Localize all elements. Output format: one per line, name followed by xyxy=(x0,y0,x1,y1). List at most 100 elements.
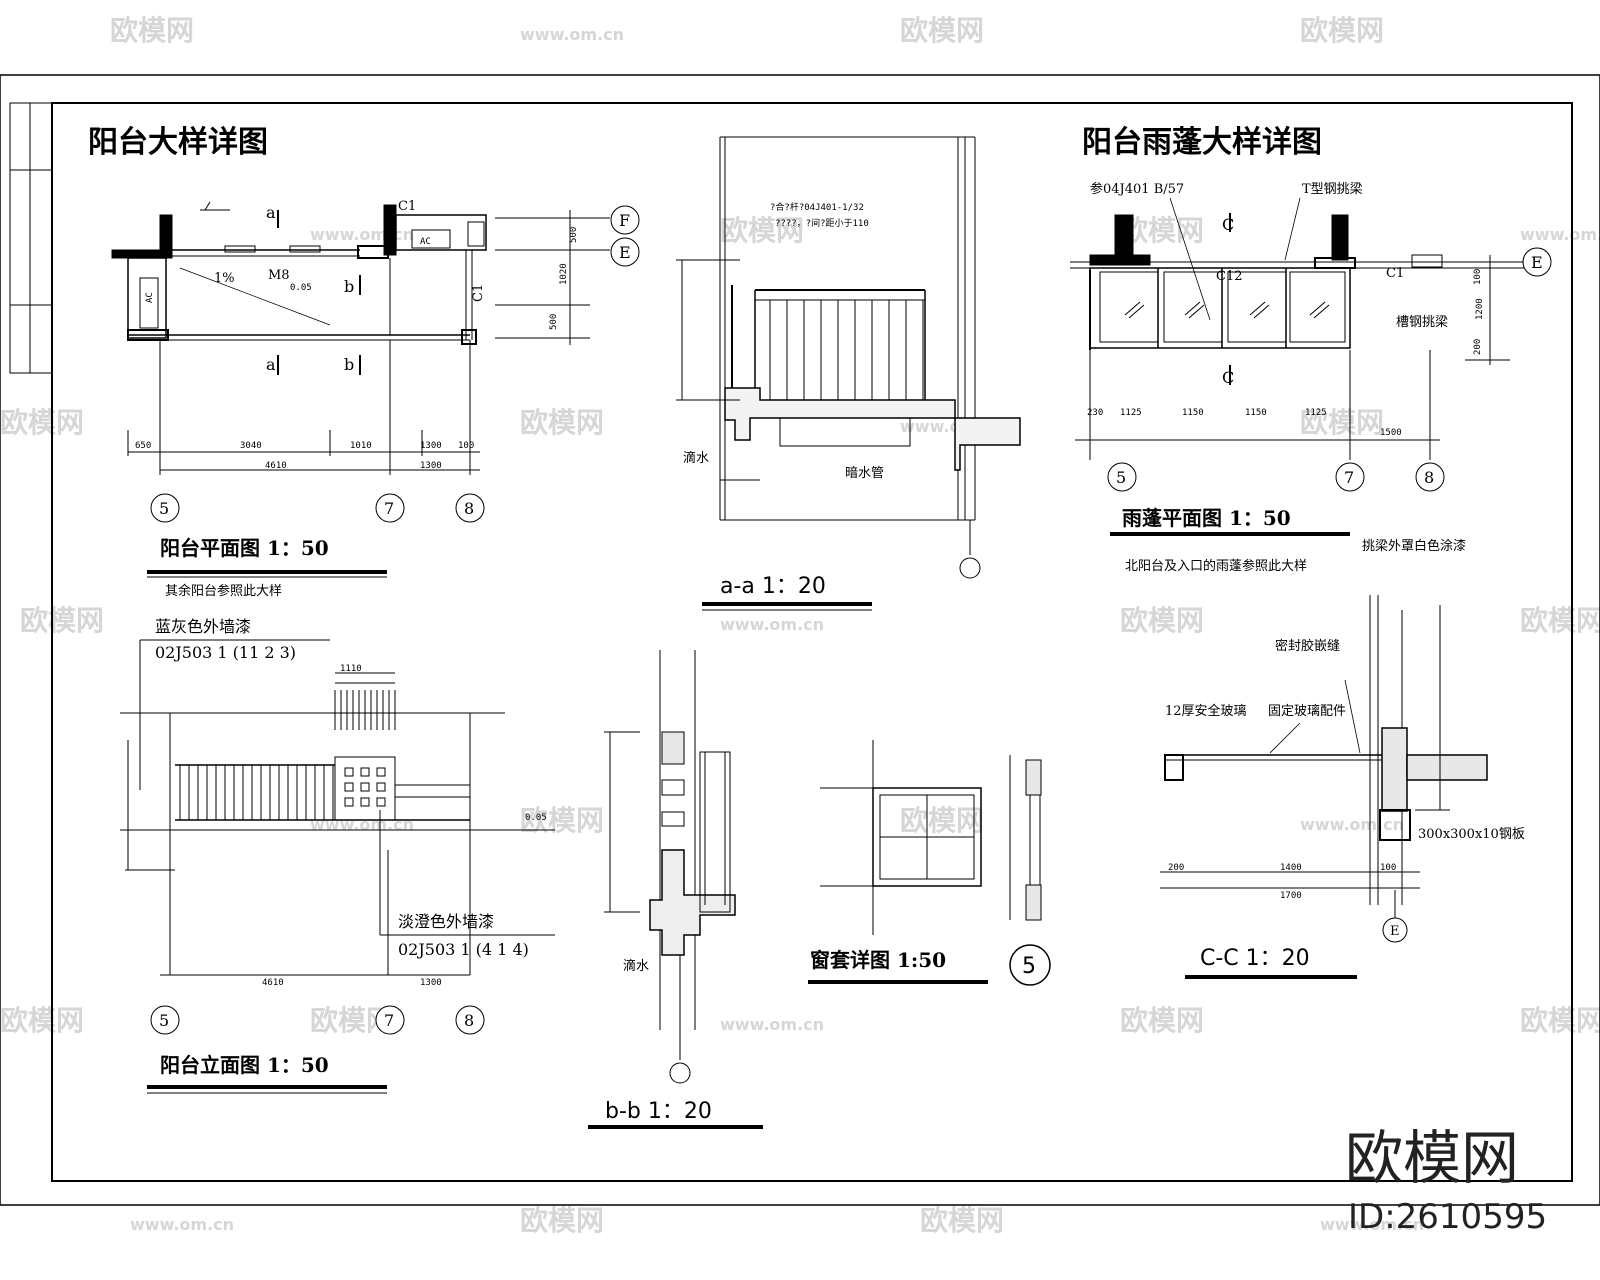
bb-section xyxy=(604,650,736,1060)
cc-section xyxy=(1160,595,1488,920)
grille-square xyxy=(376,782,386,792)
cc-glass: 12厚安全玻璃 xyxy=(1165,703,1247,719)
grille-square xyxy=(360,797,370,807)
watermark-text: 欧模网 xyxy=(0,1004,84,1037)
ac-label: AC xyxy=(145,292,155,303)
grid-f: F xyxy=(619,211,630,230)
window-caption-underline xyxy=(808,980,988,984)
grid-7-plan: 7 xyxy=(384,499,394,518)
canopy-c1: C1 xyxy=(1386,266,1404,281)
watermark-text: 欧模网 xyxy=(900,804,984,837)
watermark-text: www.om.cn xyxy=(1520,225,1600,244)
channel-beam-label: 槽钢挑梁 xyxy=(1396,315,1448,330)
grid-5-elev: 5 xyxy=(159,1011,169,1030)
aa-section xyxy=(676,136,1021,555)
balcony-plan xyxy=(111,201,610,475)
aa-caption-underline xyxy=(702,602,872,606)
grille-square xyxy=(360,782,370,792)
canopy-detail-title: 阳台雨蓬大样详图 xyxy=(1082,125,1322,160)
watermark-text: 欧模网 xyxy=(1300,406,1384,439)
watermark-text: www.om.cn xyxy=(130,1215,234,1234)
grille-square xyxy=(344,782,354,792)
watermark-text: www.om.cn xyxy=(1320,1215,1424,1234)
grid-8-elev: 8 xyxy=(464,1011,474,1030)
plan-caption: 阳台平面图 1：50 xyxy=(160,536,329,560)
paint-blue: 蓝灰色外墙漆 xyxy=(155,617,251,636)
canopy-ref: 参04J401 B/57 xyxy=(1090,181,1184,197)
bb-drip: 滴水 xyxy=(623,958,649,974)
plan-right-1: 1020 xyxy=(559,263,569,285)
elev-caption-underline xyxy=(147,1085,387,1089)
grille-square xyxy=(376,797,386,807)
aa-rail-ref1: ?合?杆?04J401-1/32 xyxy=(770,201,864,213)
grille-square xyxy=(344,797,354,807)
aa-rail-ref2: ????，?间?距小于110 xyxy=(775,217,869,229)
elev-total-1: 1300 xyxy=(420,978,442,988)
elev-top-dim: 1110 xyxy=(340,664,362,674)
watermark-text: 欧模网 xyxy=(1120,1004,1204,1037)
watermark-text: 欧模网 xyxy=(110,14,194,47)
canopy-c12: C12 xyxy=(1216,269,1243,284)
cc-dim-0: 200 xyxy=(1168,863,1184,873)
plan-dim-2: 1010 xyxy=(350,441,372,451)
canopy-plan xyxy=(1070,197,1535,460)
watermark-text: 欧模网 xyxy=(0,406,84,439)
watermark-text: 欧模网 xyxy=(1120,604,1204,637)
elev-total-0: 4610 xyxy=(262,978,284,988)
watermark-text: 欧模网 xyxy=(1520,604,1600,637)
plan-dim-4: 100 xyxy=(458,441,474,451)
watermark-text: www.om.cn xyxy=(720,1015,824,1034)
watermark-text: www.om.cn xyxy=(720,615,824,634)
section-a-mark: a xyxy=(266,203,276,222)
plan-total-1: 1300 xyxy=(420,461,442,471)
grille-square xyxy=(344,767,354,777)
grid-7-canopy: 7 xyxy=(1344,468,1354,487)
section-c-mark: C xyxy=(1222,215,1234,234)
drawing-frame xyxy=(0,74,1600,1206)
window-surround-detail xyxy=(820,740,1042,935)
brand-logo-text: 欧模网 xyxy=(1345,1124,1519,1192)
paint-blue-ref: 02J503 1 (11 2 3) xyxy=(155,643,296,662)
aa-section-bubble xyxy=(959,557,981,579)
canopy-dim-2: 1150 xyxy=(1182,408,1204,418)
plan-dim-3: 1300 xyxy=(420,441,442,451)
section-b-mark-2: b xyxy=(344,355,354,374)
elev-grid-bubbles xyxy=(150,1005,485,1035)
bb-caption: b-b 1：20 xyxy=(605,1099,712,1124)
grille-square xyxy=(360,767,370,777)
aa-caption: a-a 1：20 xyxy=(720,574,826,599)
cc-fix: 固定玻璃配件 xyxy=(1268,704,1346,719)
plan-grid-bubbles xyxy=(150,205,640,523)
grid-e-cc: E xyxy=(1390,924,1400,939)
grid-5-canopy: 5 xyxy=(1116,468,1126,487)
grid-7-elev: 7 xyxy=(384,1011,394,1030)
watermark-text: 欧模网 xyxy=(900,14,984,47)
grille-square xyxy=(376,767,386,777)
grid-8-canopy: 8 xyxy=(1424,468,1434,487)
canopy-dim-4: 1125 xyxy=(1305,408,1327,418)
cc-dim-2: 100 xyxy=(1380,863,1396,873)
elevation-caption: 阳台立面图 1：50 xyxy=(160,1053,329,1077)
balcony-elevation xyxy=(120,640,555,976)
plan-total-0: 4610 xyxy=(265,461,287,471)
canopy-dim-5: 1500 xyxy=(1380,428,1402,438)
aa-drip: 滴水 xyxy=(683,450,709,466)
watermark-text: www.om.cn xyxy=(310,815,414,834)
plan-caption-underline xyxy=(147,570,387,574)
balcony-detail-title: 阳台大样详图 xyxy=(88,125,268,160)
brand-id: ID:2610595 xyxy=(1348,1197,1547,1237)
watermark-text: 欧模网 xyxy=(720,214,804,247)
grid-e-canopy: E xyxy=(1531,253,1543,272)
cc-plate: 300x300x10钢板 xyxy=(1418,827,1525,842)
ac-label-2: AC xyxy=(420,237,431,247)
section-b-mark: b xyxy=(344,277,354,296)
aa-drain: 暗水管 xyxy=(845,466,884,481)
cc-seal: 密封胶嵌缝 xyxy=(1275,638,1340,654)
section-c-mark-2: C xyxy=(1222,368,1234,387)
canopy-right-0: 100 xyxy=(1473,269,1483,285)
window-tag-circle xyxy=(1009,944,1051,986)
cc-caption: C-C 1：20 xyxy=(1200,946,1310,971)
canopy-dim-1: 1125 xyxy=(1120,408,1142,418)
slope-label: 1% xyxy=(214,271,235,286)
elev-level: 0.05 xyxy=(525,813,547,823)
